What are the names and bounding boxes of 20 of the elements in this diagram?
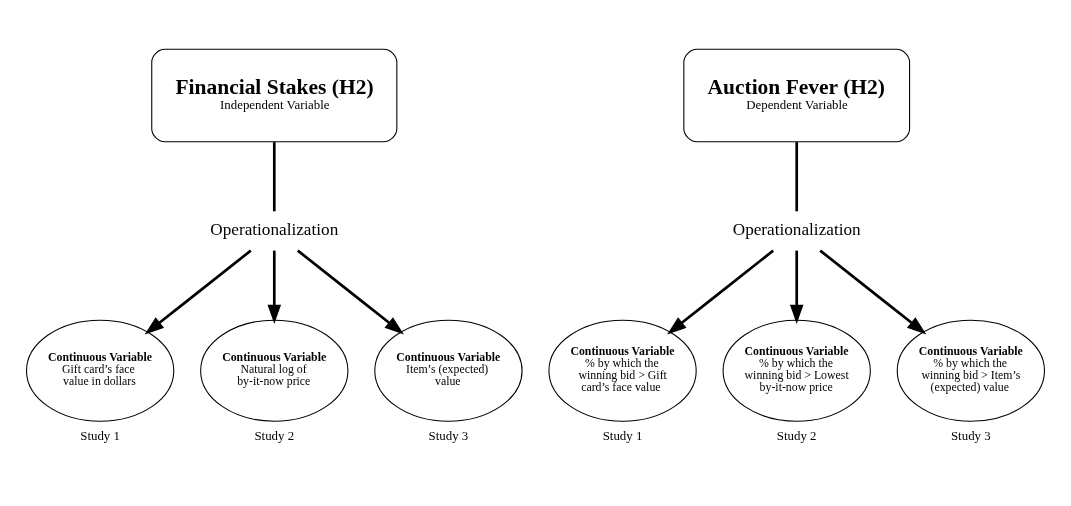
connector — [795, 142, 799, 212]
node-label: Study 1 — [80, 429, 120, 444]
arrow — [819, 249, 927, 335]
node-ellipse: Continuous Variable Natural log of by-it-now price — [200, 319, 349, 422]
node-label: Study 1 — [602, 429, 643, 444]
arrow — [667, 249, 775, 335]
arrow — [789, 250, 804, 325]
connector — [272, 142, 276, 212]
arrow — [267, 250, 282, 325]
node-label: Study 3 — [950, 429, 991, 444]
node-label: Study 2 — [776, 429, 817, 444]
node-text: Operationalization — [732, 220, 861, 240]
node-label: Study 2 — [254, 429, 295, 444]
node-ellipse: Continuous Variable % by which the winning bid > Lowest by-it-now price — [722, 319, 871, 422]
node-box: Financial Stakes (H2) Independent Variable — [151, 48, 398, 143]
node-text: Operationalization — [210, 220, 339, 240]
node-box: Auction Fever (H2) Dependent Variable — [683, 48, 911, 143]
arrow — [144, 249, 252, 335]
arrow — [296, 249, 404, 335]
node-label: Study 3 — [428, 429, 469, 444]
